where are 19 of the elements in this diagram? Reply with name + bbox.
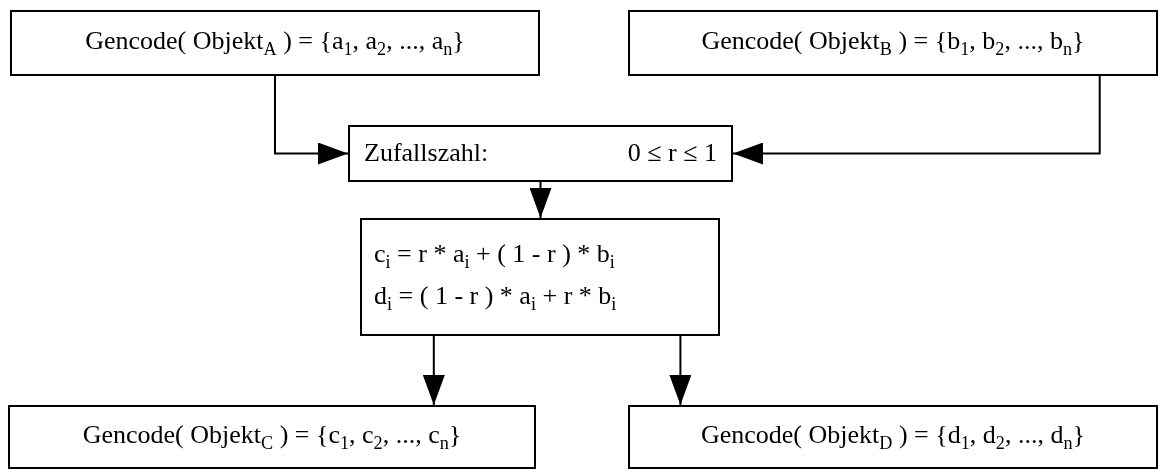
process-box — [10, 10, 540, 76]
node-text: d$_{i}$ = ( 1 - r ) * a$_{i}$ + r * b$_{i}$ — [374, 282, 617, 315]
arrow — [422, 335, 445, 406]
process-box — [348, 125, 733, 182]
process-box — [8, 405, 536, 469]
arrow — [274, 75, 349, 165]
node-text: Gencode( Objekt$_{B}$ ) = {b$_{1}$, b$_{2}$, ..., b$_{n}$} — [701, 26, 1085, 60]
arrow — [529, 181, 552, 219]
node-text: Gencode( Objekt$_{D}$ ) = {d$_{1}$, d$_{2}$, ..., d$_{n}$} — [700, 420, 1085, 454]
node-text: Gencode( Objekt$_{C}$ ) = {c$_{1}$, c$_{2}$, ..., c$_{n}$} — [82, 420, 462, 454]
node-text: 0 ≤ r ≤ 1 — [627, 139, 717, 168]
process-box — [360, 218, 720, 336]
node-text: Zufallszahl: — [364, 139, 489, 168]
process-box — [628, 10, 1158, 76]
node-text: Gencode( Objekt$_{A}$ ) = {a$_{1}$, a$_{2}$, ..., a$_{n}$} — [85, 26, 465, 60]
arrow — [669, 335, 692, 406]
process-box — [628, 405, 1158, 469]
arrow — [732, 75, 1101, 165]
node-text: c$_{i}$ = r * a$_{i}$ + ( 1 - r ) * b$_{i}$ — [374, 239, 615, 272]
